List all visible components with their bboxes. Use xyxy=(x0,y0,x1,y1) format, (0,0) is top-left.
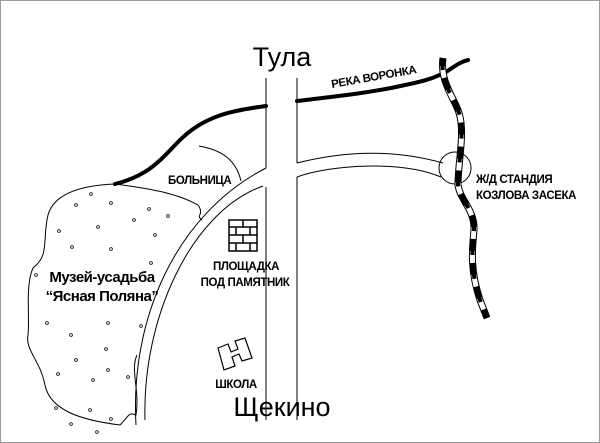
brick-wall-icon xyxy=(228,219,258,252)
river-voronka xyxy=(113,58,470,186)
city-label-south: Щекино xyxy=(233,392,330,422)
park-dots xyxy=(34,192,170,434)
site-label-line2: ПОД ПАМЯТНИК xyxy=(201,277,291,289)
museum-label-line2: “Ясная Поляна” xyxy=(46,288,159,305)
city-label-north: Тула xyxy=(253,42,313,72)
railway xyxy=(439,57,491,320)
museum-park-area xyxy=(27,183,203,426)
station-road xyxy=(296,152,444,178)
hospital-boundary xyxy=(198,145,242,182)
site-label-line1: ПЛОЩАДКА xyxy=(213,261,279,273)
main-road xyxy=(265,78,298,420)
school-building-icon xyxy=(217,337,253,371)
hospital-label: БОЛЬНИЦА xyxy=(168,175,231,187)
western-road xyxy=(134,167,267,426)
station-label-line1: Ж/Д СТАНДИЯ xyxy=(475,174,552,186)
museum-label-line1: Музей-усадьба xyxy=(49,269,155,286)
school-label: ШКОЛА xyxy=(215,379,257,391)
station-label-line2: КОЗЛОВА ЗАСЕКА xyxy=(476,190,576,202)
